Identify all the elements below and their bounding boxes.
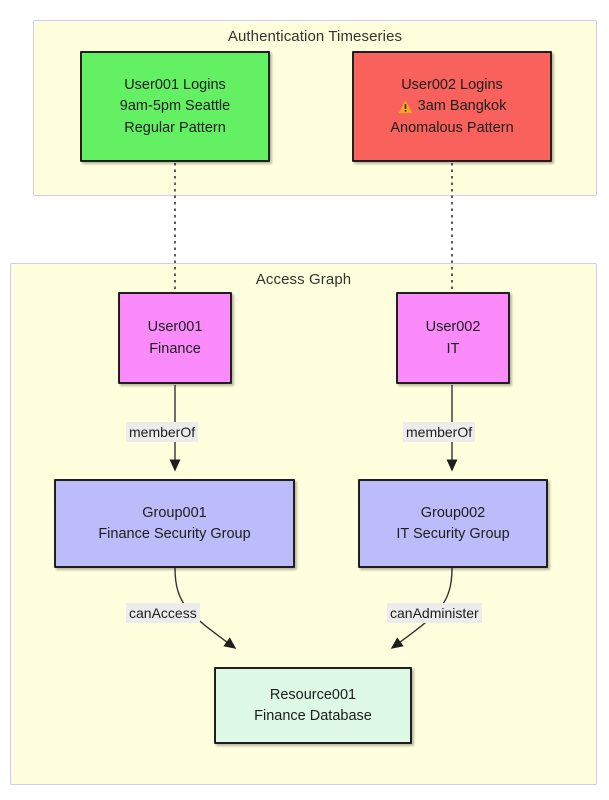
node-user001-logins-line1: User001 Logins: [124, 76, 226, 93]
node-user001-line2: Finance: [149, 340, 201, 357]
node-user002-logins[interactable]: User002 Logins 3am Bangkok Anomalous Pat…: [352, 51, 552, 162]
warning-triangle-icon: [398, 100, 413, 114]
node-user001-line1: User001: [147, 319, 203, 335]
node-user002-logins-line2-row: 3am Bangkok: [398, 96, 507, 118]
edge-label-canaccess: canAccess: [126, 603, 200, 624]
node-resource001-line1: Resource001: [269, 686, 357, 703]
node-resource001[interactable]: Resource001 Finance Database: [214, 667, 412, 744]
node-user002-logins-line2: 3am Bangkok: [417, 98, 507, 115]
edge-label-memberof-left: memberOf: [126, 422, 199, 443]
subgraph-title-authentication-timeseries: Authentication Timeseries: [227, 28, 403, 45]
node-group002-line2: IT Security Group: [396, 526, 510, 542]
node-user002-logins-line3: Anomalous Pattern: [390, 119, 514, 136]
subgraph-title-access-graph: Access Graph: [255, 271, 352, 288]
node-group001[interactable]: Group001 Finance Security Group: [54, 479, 295, 568]
node-group001-line1: Group001: [142, 504, 207, 521]
node-user001-logins-line3: Regular Pattern: [124, 119, 226, 136]
node-user002-line2: IT: [446, 340, 460, 357]
edge-label-canadminister: canAdminister: [387, 603, 482, 624]
node-user002-line1: User002: [425, 319, 481, 335]
edge-label-memberof-right: memberOf: [403, 422, 476, 443]
node-user001[interactable]: User001 Finance: [118, 292, 232, 384]
node-resource001-line2: Finance Database: [254, 708, 372, 724]
node-user001-logins-line2: 9am-5pm Seattle: [119, 98, 231, 115]
node-group001-line2: Finance Security Group: [98, 526, 251, 542]
node-user002[interactable]: User002 IT: [396, 292, 510, 384]
node-group002-line1: Group002: [420, 504, 486, 521]
node-user001-logins[interactable]: User001 Logins 9am-5pm Seattle Regular P…: [80, 51, 270, 162]
node-group002[interactable]: Group002 IT Security Group: [358, 479, 548, 568]
node-user002-logins-line1: User002 Logins: [401, 76, 503, 93]
